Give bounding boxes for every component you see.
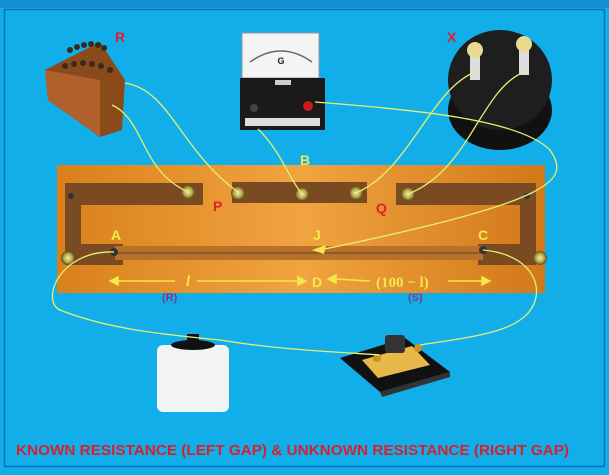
label-100-minus-l: (100 − l) — [376, 275, 429, 291]
label-R: R — [115, 29, 125, 45]
label-S-paren: (S) — [408, 292, 423, 304]
frame-border — [3, 8, 606, 468]
battery-cell — [157, 334, 229, 412]
resistance-box — [45, 41, 125, 137]
unknown-resistance-coil — [448, 30, 552, 150]
top-strip — [0, 0, 609, 8]
label-Q: Q — [376, 200, 387, 216]
galvanometer: G — [240, 32, 325, 130]
right-strip — [396, 183, 536, 205]
label-A: A — [111, 227, 121, 243]
label-D: D — [312, 274, 322, 290]
label-P: P — [213, 198, 222, 214]
connecting-wires — [51, 71, 558, 356]
plug-key — [340, 335, 450, 397]
label-J: J — [313, 227, 321, 243]
caption: KNOWN RESISTANCE (LEFT GAP) & UNKNOWN RE… — [16, 443, 569, 459]
meter-bridge-board — [57, 165, 547, 293]
length-arrows — [108, 273, 492, 287]
label-R-paren: (R) — [162, 292, 178, 304]
galvanometer-label: G — [277, 56, 284, 66]
label-X: X — [447, 29, 457, 45]
left-strip — [65, 183, 203, 205]
red-terminal — [303, 101, 313, 111]
label-C: C — [478, 227, 488, 243]
label-l: l — [186, 274, 191, 290]
jockey-arrow — [312, 245, 326, 254]
label-B: B — [300, 152, 310, 168]
